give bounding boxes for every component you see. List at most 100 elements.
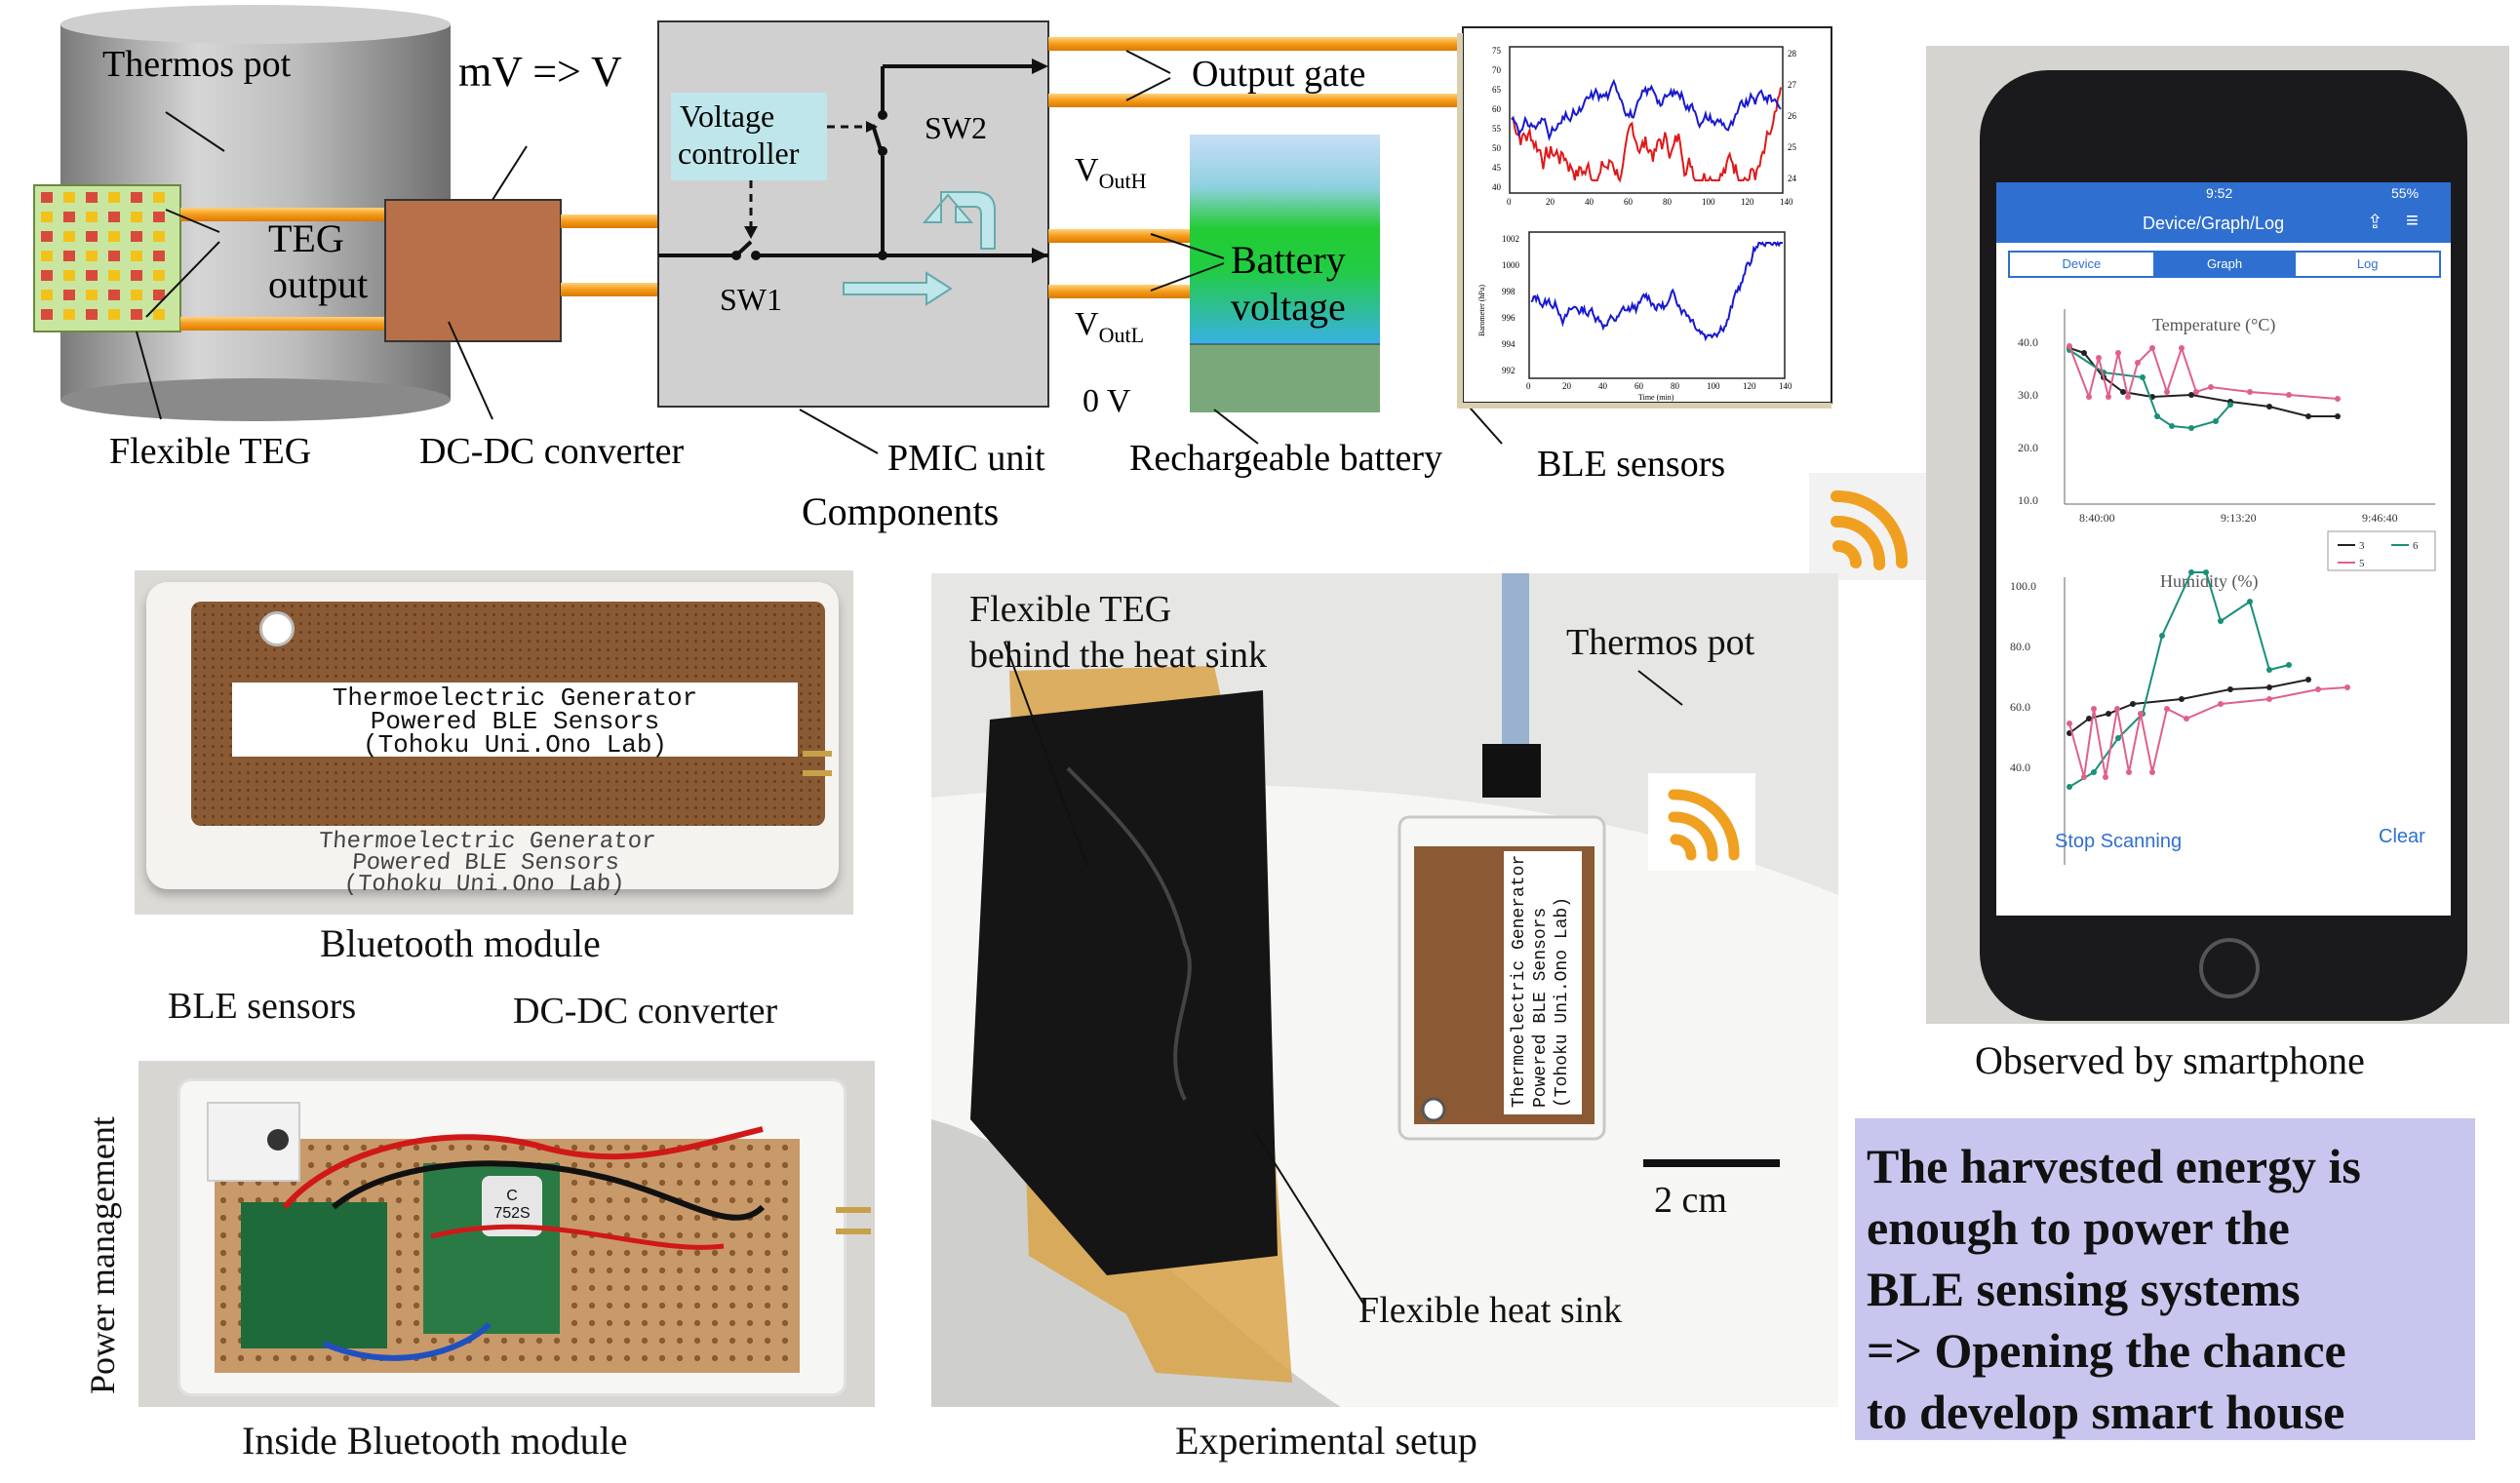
teg-cell [131, 231, 142, 242]
ble-bottom-x-tick: 20 [1562, 381, 1572, 391]
ble-top-x-tick: 80 [1663, 197, 1673, 207]
teg-cell [86, 212, 98, 222]
bluetooth-module-photo: Thermoelectric Generator Powered BLE Sen… [135, 570, 853, 915]
temp-series-3 [2068, 347, 2338, 417]
ble-bottom-x-tick: 0 [1526, 381, 1531, 391]
temp-series-5-point [2125, 394, 2131, 400]
hum-series-3-point [2130, 701, 2136, 707]
voltage-controller-box [671, 93, 827, 180]
ble-bottom-x-tick: 120 [1743, 381, 1756, 391]
teg-cell [153, 251, 165, 261]
teg-cell [41, 231, 53, 242]
temp-y-tick: 30.0 [2018, 388, 2038, 402]
pmic-circuit [658, 64, 1048, 257]
menu-icon[interactable]: ≡ [2406, 208, 2419, 232]
hum-series-3-point [2086, 716, 2092, 722]
temp-series-5-point [2164, 389, 2170, 395]
teg-cell [153, 270, 165, 281]
hum-series-6-point [2067, 784, 2072, 790]
clear-button[interactable]: Clear [2379, 826, 2425, 847]
ble-top-left-tick: 65 [1492, 85, 1502, 95]
inside-dcdc-label: DC-DC converter [513, 991, 778, 1032]
hum-series-5-point [2266, 696, 2272, 702]
teg-cell [63, 309, 75, 320]
temp-series-5-point [2149, 345, 2155, 351]
ble-barometer-trace [1530, 240, 1783, 342]
hum-series-6-point [2115, 735, 2121, 741]
hum-series-5-point [2344, 684, 2350, 690]
teg-cell [86, 270, 98, 281]
temp-y-tick: 10.0 [2018, 493, 2038, 507]
power-management-label: Power management [83, 1116, 122, 1394]
hum-series-3-point [2305, 677, 2311, 683]
sw1-label: SW1 [720, 282, 782, 317]
smartphone-caption: Observed by smartphone [1975, 1038, 2365, 1082]
components-label: Components [802, 489, 999, 533]
temp-series-5-point [2193, 389, 2199, 395]
teg-cell [153, 231, 165, 242]
temp-x-tick: 9:13:20 [2221, 511, 2257, 525]
hum-series-5-point [2218, 701, 2224, 707]
module-label-line2: Powered BLE Sensors [370, 707, 660, 736]
teg-cell [131, 192, 142, 203]
teg-cell [63, 290, 75, 300]
ble-top-left-tick: 55 [1492, 124, 1502, 134]
temp-series-6-point [2169, 423, 2175, 429]
share-icon[interactable]: ⇪ [2367, 212, 2383, 233]
teg-cell [153, 290, 165, 300]
stop-scanning-button[interactable]: Stop Scanning [2055, 831, 2183, 852]
voltage-controller-label-2: controller [678, 136, 800, 171]
conclusion-line-5: to develop smart house [1867, 1385, 2345, 1439]
teg-cell [41, 290, 53, 300]
teg-cell [86, 192, 98, 203]
temp-series-6-point [2213, 418, 2219, 424]
hum-series-5-point [2184, 716, 2189, 722]
ble-top-x-tick: 40 [1585, 197, 1595, 207]
legend-label: 5 [2359, 558, 2365, 569]
discharge-arrow [922, 191, 996, 250]
conclusion-line-2: enough to power the [1867, 1200, 2290, 1255]
hum-series-3 [2068, 679, 2309, 734]
setup-wifi-icon [1648, 773, 1755, 871]
dcdc-converter-box [384, 199, 562, 342]
status-time: 9:52 [2206, 185, 2233, 201]
schematic-diagram: 7570656055504540282726252402040608010012… [33, 5, 1832, 533]
teg-cell [86, 309, 98, 320]
teg-cell [153, 309, 165, 320]
legend-label: 6 [2413, 540, 2419, 552]
temp-series-3-point [2081, 350, 2087, 356]
teg-cell [153, 212, 165, 222]
teg-cell [86, 290, 98, 300]
tab-graph[interactable]: Graph [2152, 253, 2297, 276]
experimental-setup-photo: Thermoelectric Generator Powered BLE Sen… [931, 573, 1838, 1407]
hum-series-5-point [2114, 706, 2120, 712]
hum-y-tick: 100.0 [2010, 579, 2036, 593]
hum-y-tick: 80.0 [2010, 640, 2030, 653]
hum-series-6-point [2218, 618, 2224, 624]
temp-y-tick: 40.0 [2018, 335, 2038, 349]
hum-series-6-point [2203, 569, 2209, 575]
hum-series-6-point [2091, 769, 2097, 775]
temp-chart-title: Temperature (°C) [2152, 315, 2275, 335]
teg-wire-bottom [180, 317, 385, 331]
setup-thermos-label: Thermos pot [1566, 622, 1755, 663]
hum-series-5-point [2149, 769, 2155, 775]
teg-cell [63, 251, 75, 261]
conclusion-box: The harvested energy is enough to power … [1855, 1118, 2475, 1440]
ble-top-x-tick: 120 [1741, 197, 1754, 207]
legend-box [2327, 530, 2436, 571]
tab-device[interactable]: Device [2062, 256, 2102, 271]
voltage-controller-label-1: Voltage [680, 98, 774, 134]
tab-log[interactable]: Log [2356, 256, 2379, 271]
hum-series-5-point [2138, 711, 2144, 717]
teg-cell [131, 270, 142, 281]
ble-top-right-tick: 27 [1788, 80, 1797, 90]
temp-series-5-point [2247, 389, 2253, 395]
battery-base [1190, 344, 1380, 412]
rechargeable-battery-label: Rechargeable battery [1129, 438, 1442, 479]
hum-series-5-point [2067, 721, 2072, 726]
flexible-teg-shape [33, 184, 181, 332]
